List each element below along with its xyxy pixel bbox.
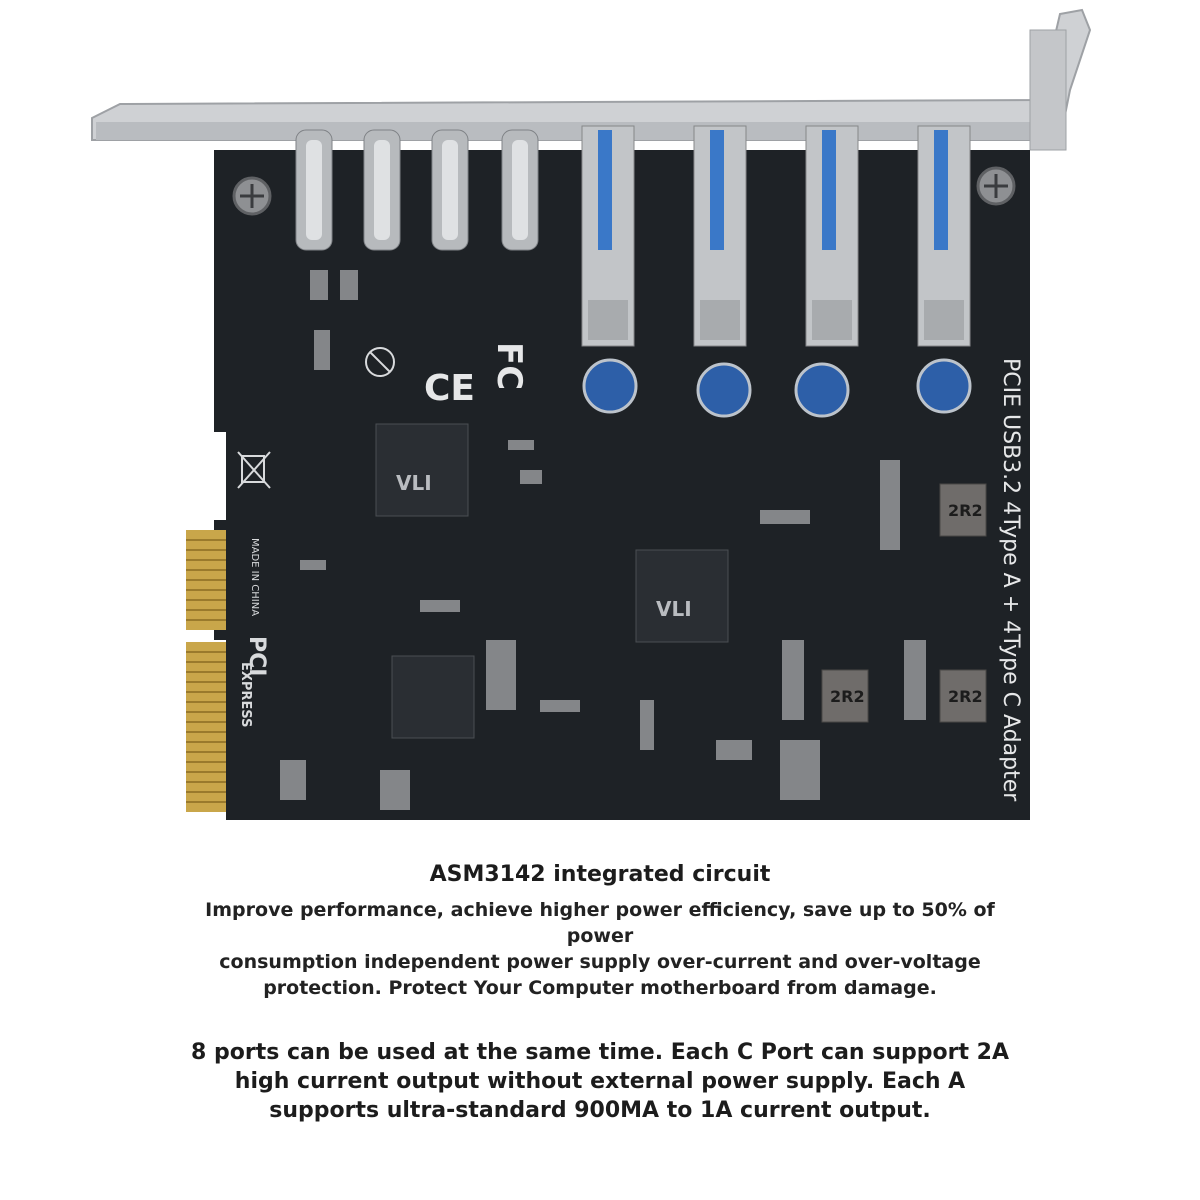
capacitors (582, 358, 972, 418)
chip-lower-left (391, 655, 475, 739)
caption-line: supports ultra-standard 900MA to 1A curr… (269, 1098, 931, 1123)
inductor-2: 2R2 (821, 669, 869, 723)
usb-c-port-3 (431, 129, 469, 251)
svg-text:VLI: VLI (396, 471, 432, 495)
usb-a-port-1 (581, 125, 635, 347)
usb-c-port-4 (501, 129, 539, 251)
svg-text:2R2: 2R2 (948, 501, 983, 520)
caption-ports: 8 ports can be used at the same time. Ea… (0, 1038, 1200, 1125)
pci-express-logo: PCI EXPRESS (238, 636, 269, 727)
made-in-china-text: MADE IN CHINA (249, 538, 260, 616)
usb-c-ports (295, 129, 539, 251)
usb-a-port-3 (805, 125, 859, 347)
usb-a-port-4 (917, 125, 971, 347)
inductor-3: 2R2 (939, 669, 987, 723)
caption-body: Improve performance, achieve higher powe… (170, 897, 1030, 1001)
caption-body: 8 ports can be used at the same time. Ea… (190, 1038, 1010, 1125)
product-photo: CE FC VLI VLI 2R2 2R2 2R2 (91, 8, 1092, 820)
fc-mark: FC (489, 342, 529, 390)
board-model-text: PCIE USB3.2 4Type A + 4Type C Adapter (998, 358, 1023, 802)
usb-c-port-1 (295, 129, 333, 251)
caption-line: Improve performance, achieve higher powe… (205, 899, 995, 947)
caption-line: 8 ports can be used at the same time. Ea… (191, 1040, 1009, 1065)
caption-line: protection. Protect Your Computer mother… (263, 977, 937, 999)
svg-text:2R2: 2R2 (948, 687, 983, 706)
usb-a-ports (581, 125, 971, 347)
caption-title: ASM3142 integrated circuit (429, 862, 771, 887)
certification-marks: CE FC (237, 342, 529, 489)
caption-asm3142: ASM3142 integrated circuit Improve perfo… (0, 862, 1200, 1001)
chips: VLI VLI (375, 423, 729, 739)
pcie-gold-fingers (186, 530, 226, 812)
svg-text:PCI: PCI (244, 636, 269, 676)
weee-bin-icon (237, 451, 271, 489)
chip-vli-center: VLI (635, 549, 729, 643)
svg-text:EXPRESS: EXPRESS (238, 662, 253, 727)
ce-mark: CE (424, 368, 475, 409)
usb-a-port-2 (693, 125, 747, 347)
inductor-1: 2R2 (939, 483, 987, 537)
svg-text:VLI: VLI (656, 597, 692, 621)
chip-vli-left: VLI (375, 423, 469, 517)
caption-line: consumption independent power supply ove… (219, 951, 981, 973)
smd-components (280, 270, 926, 810)
svg-text:2R2: 2R2 (830, 687, 865, 706)
usb-c-port-2 (363, 129, 401, 251)
inductors: 2R2 2R2 2R2 (821, 483, 987, 723)
pb-free-icon (365, 347, 395, 377)
caption-line: high current output without external pow… (234, 1069, 966, 1094)
